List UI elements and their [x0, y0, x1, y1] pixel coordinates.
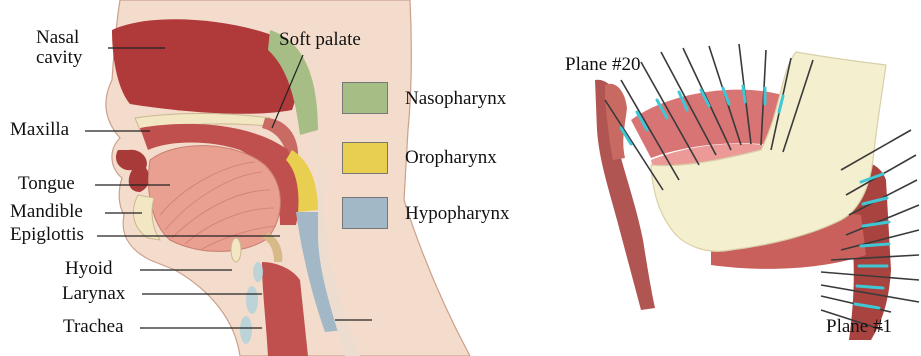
- label-tongue: Tongue: [18, 174, 75, 194]
- legend-swatch-hypopharynx: [342, 197, 388, 229]
- label-epiglottis: Epiglottis: [10, 225, 84, 245]
- legend-label-nasopharynx: Nasopharynx: [405, 89, 506, 109]
- label-trachea: Trachea: [63, 317, 124, 337]
- label-larynx: Larynax: [62, 284, 125, 304]
- label-maxilla: Maxilla: [10, 120, 69, 140]
- label-plane-20: Plane #20: [565, 55, 640, 75]
- label-soft-palate: Soft palate: [279, 30, 361, 50]
- legend-swatch-nasopharynx: [342, 82, 388, 114]
- label-nasal-cavity: Nasal cavity: [36, 28, 82, 68]
- hyoid-bone: [231, 238, 241, 262]
- 3d-airway-model: [591, 40, 921, 350]
- label-mandible: Mandible: [10, 202, 83, 222]
- legend-label-oropharynx: Oropharynx: [405, 148, 497, 168]
- legend-label-hypopharynx: Hypopharynx: [405, 204, 509, 224]
- label-hyoid: Hyoid: [65, 259, 113, 279]
- label-plane-1: Plane #1: [826, 317, 892, 337]
- legend-swatch-oropharynx: [342, 142, 388, 174]
